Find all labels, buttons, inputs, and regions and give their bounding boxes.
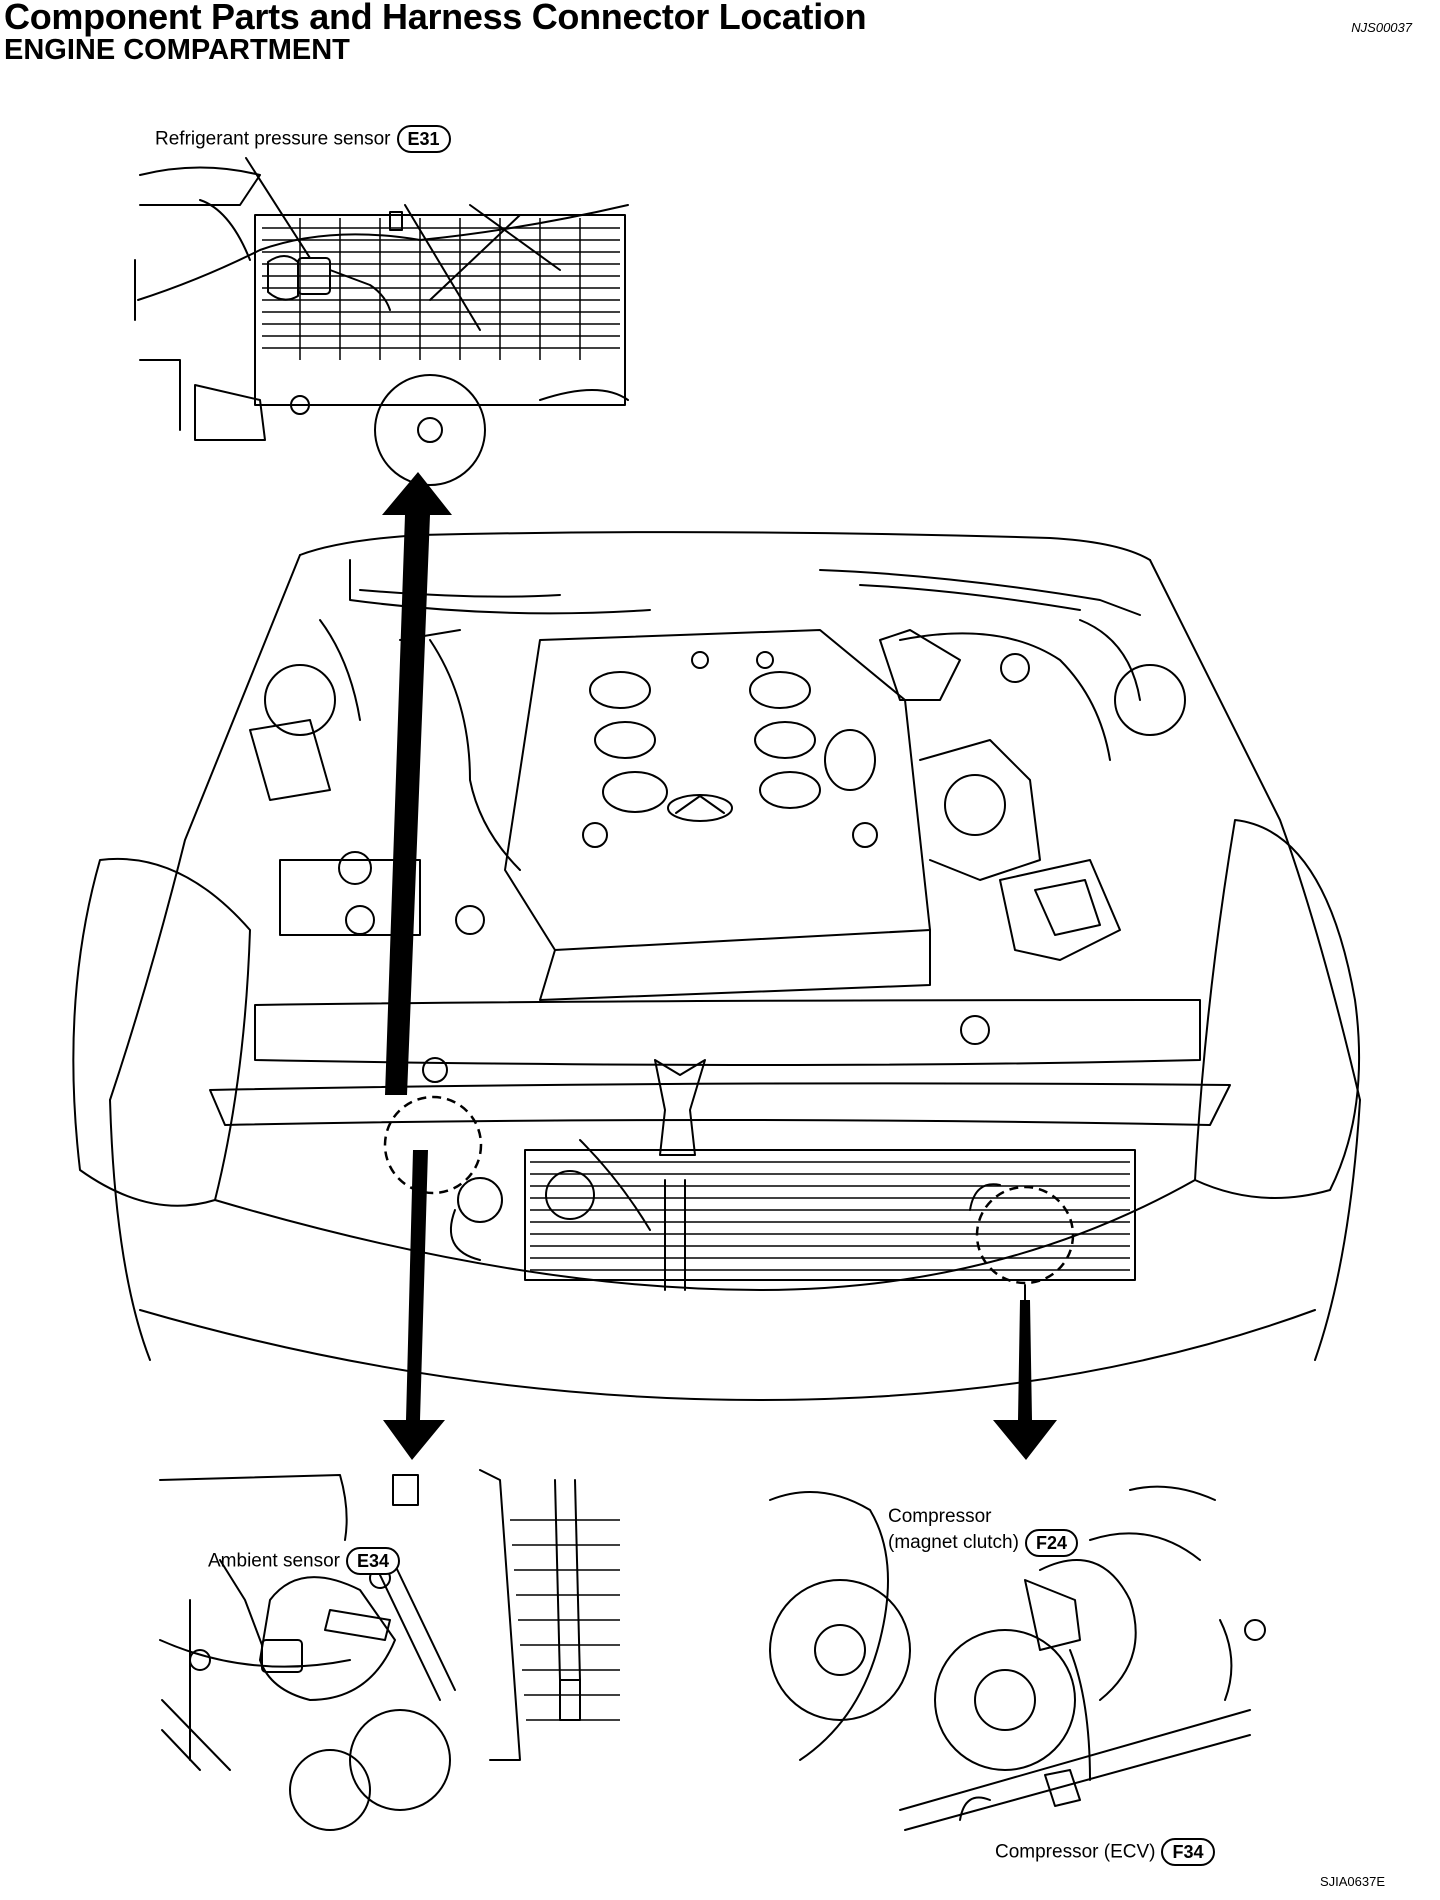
- page-title: Component Parts and Harness Connector Lo…: [4, 0, 867, 37]
- inset-refrigerant-sensor: [134, 157, 629, 486]
- engine-bay-drawing: [72, 531, 1361, 1401]
- connector-code-f34: F34: [1161, 1838, 1215, 1866]
- arrow-to-compressor: [993, 1284, 1057, 1460]
- ambient-sensor-location-marker: [383, 1095, 483, 1195]
- compressor-magnet-clutch-callout: Compressor (magnet clutch)F24: [888, 1505, 1078, 1557]
- connector-code-e34: E34: [346, 1547, 401, 1575]
- compressor-ecv-callout: Compressor (ECV)F34: [995, 1838, 1215, 1866]
- ambient-sensor-label: Ambient sensor: [208, 1550, 341, 1572]
- condenser-fins: [530, 1161, 1130, 1271]
- figure-reference: SJIA0637E: [1319, 1874, 1385, 1889]
- compressor-location-marker: [975, 1185, 1075, 1285]
- compressor-ecv-label: Compressor (ECV): [995, 1841, 1156, 1863]
- arrow-to-ambient-sensor: [383, 1150, 445, 1460]
- arrow-to-refrigerant-sensor: [382, 472, 452, 1095]
- inset-ambient-sensor: [159, 1469, 620, 1831]
- inset-radiator-fins: [510, 1519, 620, 1721]
- section-title: ENGINE COMPARTMENT: [4, 34, 350, 66]
- connector-code-f24: F24: [1024, 1529, 1078, 1557]
- document-reference: NJS00037: [1351, 20, 1412, 35]
- magnet-clutch-label: (magnet clutch): [888, 1532, 1019, 1553]
- refrigerant-pressure-sensor-label: Refrigerant pressure sensor: [155, 128, 391, 150]
- compressor-label: Compressor: [888, 1506, 992, 1527]
- engine-cover-ports: [582, 651, 878, 848]
- brand-emblem-icon: [667, 794, 733, 822]
- inset-compressor: [769, 1485, 1266, 1831]
- connector-code-e31: E31: [396, 125, 451, 153]
